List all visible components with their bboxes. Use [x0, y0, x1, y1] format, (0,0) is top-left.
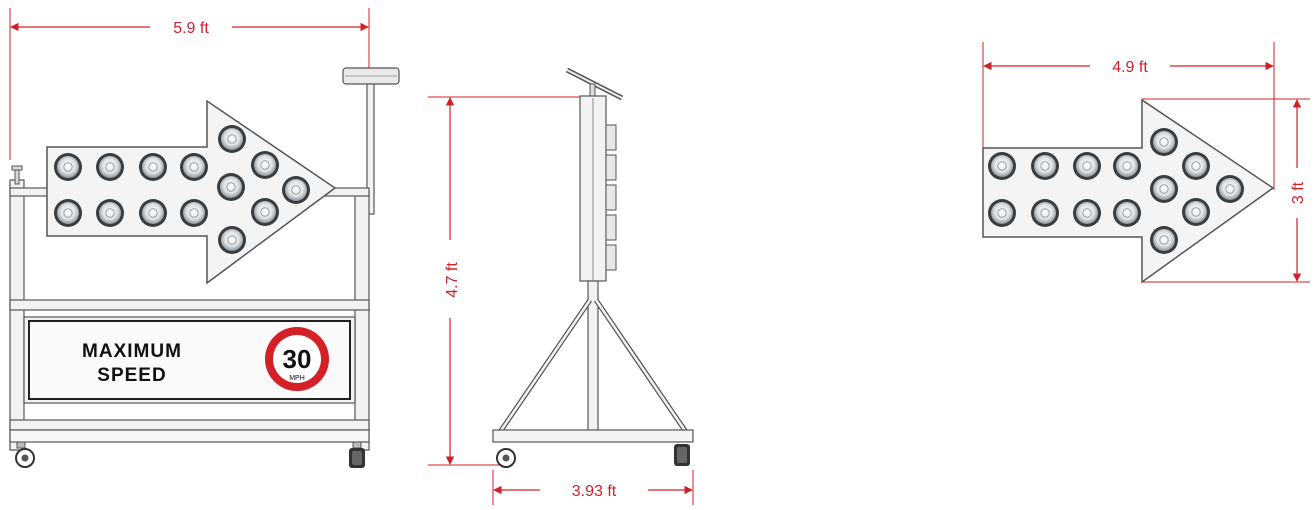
led-lamp-icon: [1182, 152, 1210, 180]
led-lamp-icon: [180, 199, 208, 227]
led-lamp-icon: [1113, 199, 1141, 227]
front-arrow-panel: [46, 99, 337, 285]
led-lamp-icon: [1216, 175, 1244, 203]
arrow-width-dimension: 4.9 ft: [982, 42, 1275, 190]
front-lamp-group: [54, 125, 310, 254]
speed-limit-value: 30: [283, 344, 312, 374]
detail-arrow-panel: [982, 98, 1275, 284]
led-lamp-icon: [1031, 199, 1059, 227]
led-lamp-icon: [54, 153, 82, 181]
front-width-label: 5.9 ft: [173, 20, 209, 37]
led-lamp-icon: [1113, 152, 1141, 180]
caster-wheel-icon: [496, 448, 516, 468]
front-width-dimension: 5.9 ft: [9, 8, 370, 160]
led-lamp-icon: [96, 199, 124, 227]
arrow-detail-view: 4.9 ft 3 ft: [982, 42, 1310, 284]
led-lamp-icon: [251, 151, 279, 179]
led-lamp-icon: [1031, 152, 1059, 180]
side-sign-panel: [579, 95, 617, 282]
led-lamp-icon: [139, 199, 167, 227]
led-lamp-icon: [1150, 226, 1178, 254]
trailer-frame: [9, 165, 370, 451]
side-a-frame: [492, 280, 694, 443]
led-lamp-icon: [180, 153, 208, 181]
caster-wheel-icon: [349, 441, 365, 468]
speed-sign: MAXIMUM SPEED 30 MPH: [23, 316, 356, 404]
arrow-width-label: 4.9 ft: [1112, 59, 1148, 76]
speed-limit-unit: MPH: [289, 375, 305, 382]
led-lamp-icon: [1073, 199, 1101, 227]
led-lamp-icon: [988, 199, 1016, 227]
side-height-dimension: 4.7 ft: [428, 96, 580, 466]
led-lamp-icon: [218, 226, 246, 254]
detail-lamp-group: [988, 128, 1244, 254]
speed-sign-line1: MAXIMUM: [82, 341, 182, 362]
led-lamp-icon: [218, 125, 246, 153]
side-depth-label: 3.93 ft: [572, 483, 617, 500]
side-height-label: 4.7 ft: [444, 262, 461, 298]
solar-panel: [342, 67, 400, 215]
front-view: 5.9 ft MAXIMUM SPEED: [9, 8, 400, 468]
side-depth-dimension: 3.93 ft: [492, 470, 694, 505]
arrow-height-dimension: 3 ft: [1142, 98, 1310, 283]
caster-wheel-icon: [674, 444, 690, 466]
led-lamp-icon: [139, 153, 167, 181]
led-lamp-icon: [1150, 175, 1178, 203]
led-lamp-icon: [1150, 128, 1178, 156]
arrow-height-label: 3 ft: [1290, 181, 1307, 204]
led-lamp-icon: [54, 199, 82, 227]
led-lamp-icon: [988, 152, 1016, 180]
led-lamp-icon: [251, 198, 279, 226]
side-view: 4.7 ft: [428, 67, 694, 505]
led-lamp-icon: [1182, 198, 1210, 226]
caster-wheel-icon: [15, 441, 35, 468]
led-lamp-icon: [282, 176, 310, 204]
led-lamp-icon: [96, 153, 124, 181]
led-lamp-icon: [1073, 152, 1101, 180]
side-solar-panel: [565, 67, 624, 101]
led-lamp-icon: [217, 173, 245, 201]
speed-sign-line2: SPEED: [97, 365, 166, 386]
